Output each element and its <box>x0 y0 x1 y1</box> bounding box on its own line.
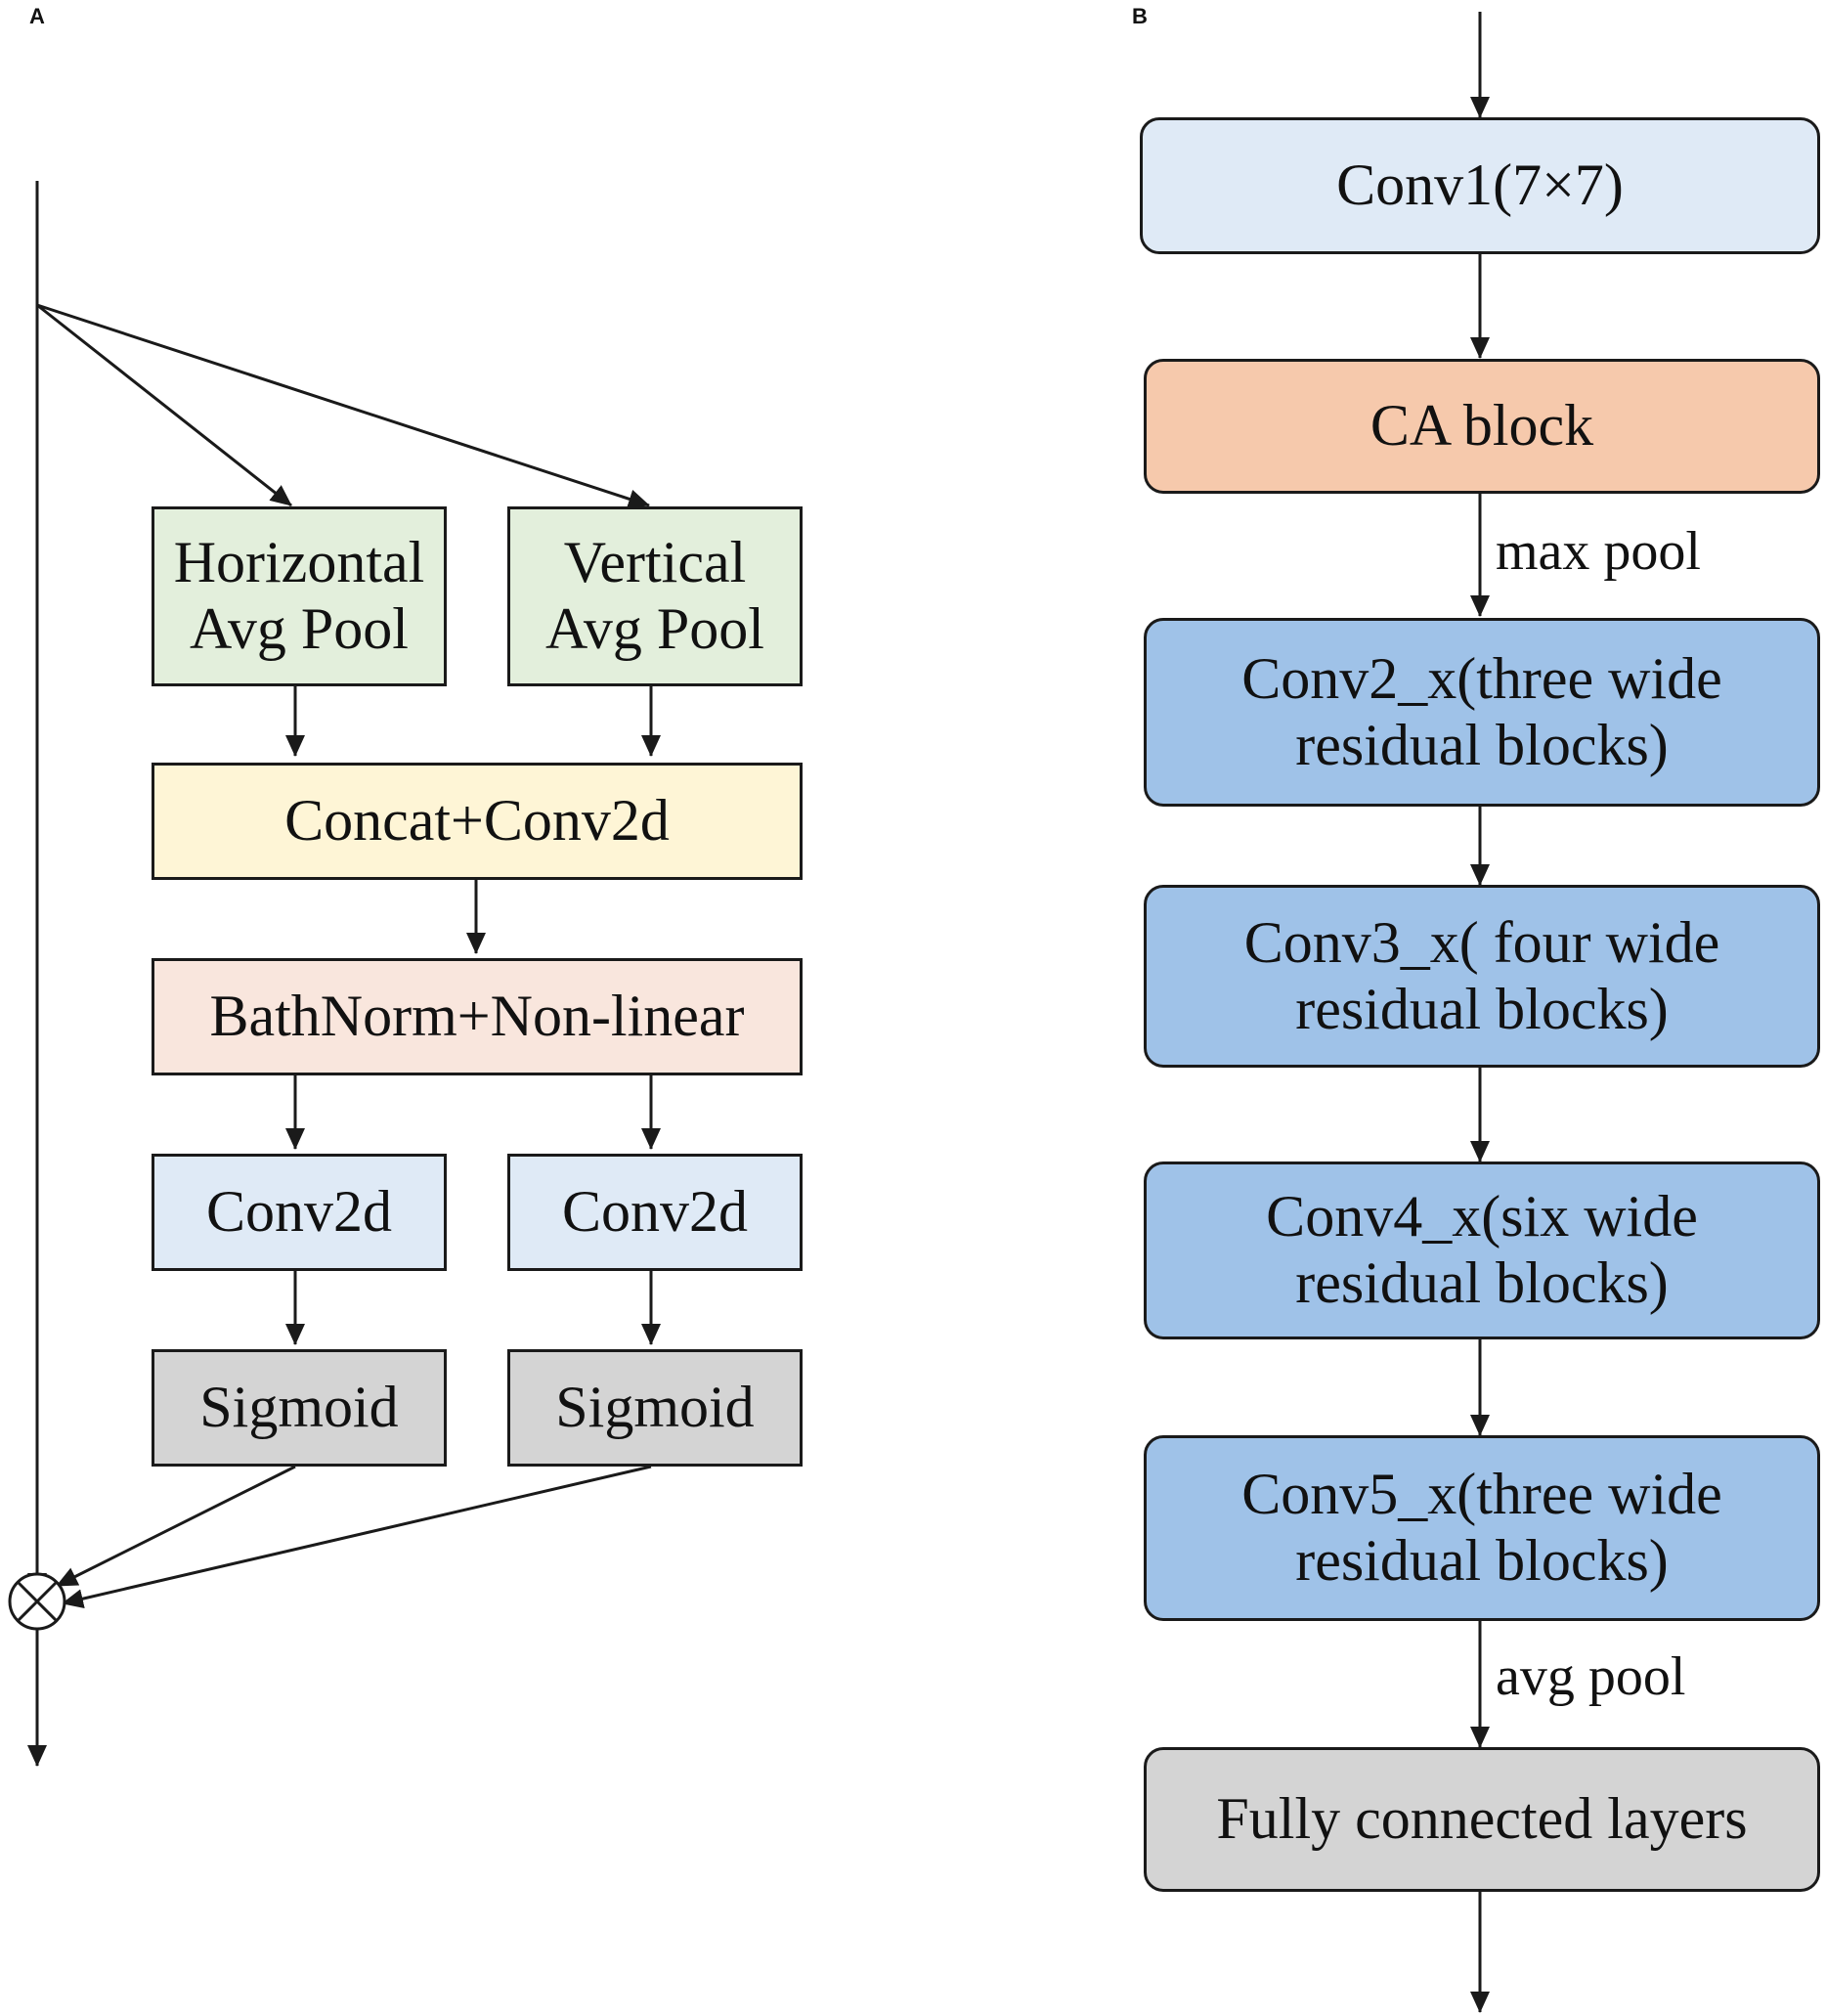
sigmoid-right-box: Sigmoid <box>507 1349 803 1467</box>
horizontal-avg-pool-box: Horizontal Avg Pool <box>152 506 447 686</box>
conv2-box: Conv2_x(three wide residual blocks) <box>1144 618 1820 807</box>
concat-conv2d-box: Concat+Conv2d <box>152 763 803 880</box>
batchnorm-box: BathNorm+Non-linear <box>152 958 803 1075</box>
fully-connected-box: Fully connected layers <box>1144 1747 1820 1892</box>
panel-label-b: B <box>1132 4 1148 28</box>
vertical-avg-pool-box: Vertical Avg Pool <box>507 506 803 686</box>
conv5-box: Conv5_x(three wide residual blocks) <box>1144 1435 1820 1621</box>
edge-label-avg-pool: avg pool <box>1496 1646 1686 1707</box>
conv3-box: Conv3_x( four wide residual blocks) <box>1144 885 1820 1068</box>
conv2d-right-box: Conv2d <box>507 1154 803 1271</box>
conv4-box: Conv4_x(six wide residual blocks) <box>1144 1161 1820 1339</box>
edge-label-max-pool: max pool <box>1496 521 1701 582</box>
multiply-cross-2 <box>16 1580 59 1623</box>
conv1-box: Conv1(7×7) <box>1140 117 1820 254</box>
arrow-to-vertical-pool <box>36 303 650 508</box>
panel-label-a: A <box>29 4 45 28</box>
arrow-sigmoid-left-to-multiply <box>56 1465 296 1588</box>
arrow-to-horizontal-pool <box>36 303 292 507</box>
conv2d-left-box: Conv2d <box>152 1154 447 1271</box>
ca-block-box: CA block <box>1144 359 1820 494</box>
sigmoid-left-box: Sigmoid <box>152 1349 447 1467</box>
arrow-sigmoid-right-to-multiply <box>62 1465 652 1608</box>
